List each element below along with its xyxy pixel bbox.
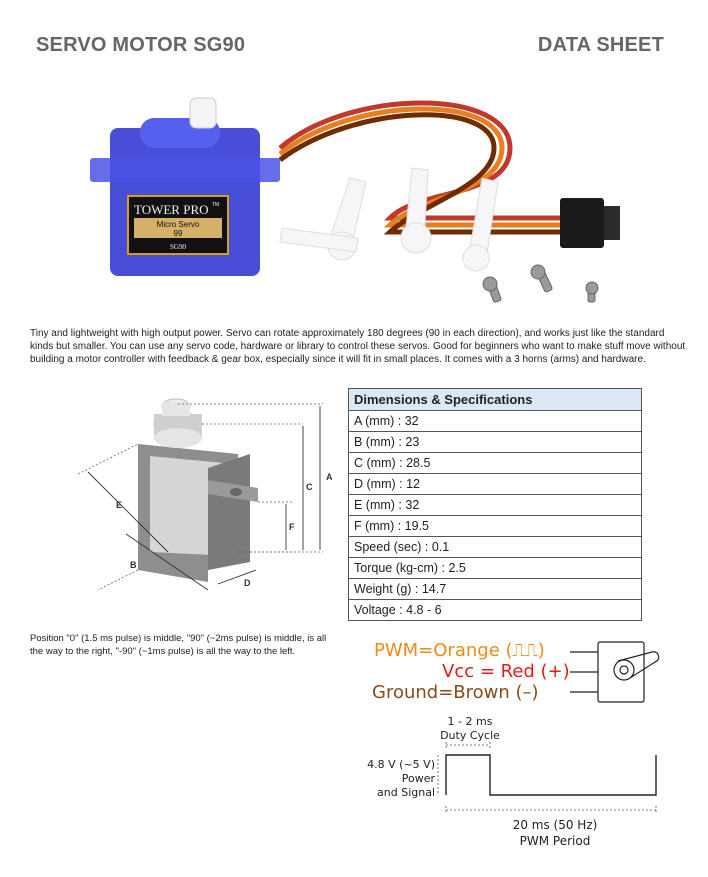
spec-row: B (mm) : 23 <box>348 431 642 453</box>
spec-row: A (mm) : 32 <box>348 410 642 432</box>
model-line1: Micro Servo <box>157 220 200 229</box>
spec-row: Weight (g) : 14.7 <box>348 578 642 600</box>
spec-row: Torque (kg-cm) : 2.5 <box>348 557 642 579</box>
ground-wire-label: Ground=Brown (–) <box>372 682 539 703</box>
page-title: SERVO MOTOR SG90 <box>36 34 246 56</box>
intro-paragraph: Tiny and lightweight with high output po… <box>30 328 686 365</box>
spec-row: C (mm) : 28.5 <box>348 452 642 474</box>
pwm-wire-label: PWM=Orange (⎍⎍) <box>374 640 545 661</box>
pwm-period-label: PWM Period <box>519 834 591 848</box>
model-line2: 99 <box>174 229 183 238</box>
dim-label-f: F <box>289 522 295 532</box>
spec-table: Dimensions & Specifications A (mm) : 32 … <box>348 388 642 621</box>
duty-cycle-label: Duty Cycle <box>440 729 500 742</box>
spec-row: Voltage : 4.8 - 6 <box>348 599 642 621</box>
signal-label: and Signal <box>377 786 435 799</box>
servo-product-photo: TOWER PRO TM Micro Servo 99 SG90 <box>90 97 620 303</box>
spec-row: Speed (sec) : 0.1 <box>348 536 642 558</box>
dim-label-c: C <box>306 482 313 492</box>
data-sheet-label: DATA SHEET <box>537 34 664 56</box>
voltage-label: 4.8 V (~5 V) <box>367 758 435 771</box>
dim-label-d: D <box>244 578 251 588</box>
spec-table-header: Dimensions & Specifications <box>348 388 642 411</box>
brand-label: TOWER PRO <box>134 202 209 217</box>
vcc-wire-label: Vcc = Red (+) <box>442 661 570 682</box>
position-description: Position "0" (1.5 ms pulse) is middle, "… <box>30 633 327 657</box>
duty-cycle-value: 1 - 2 ms <box>447 715 493 728</box>
dimension-diagram: A C F E B D <box>77 398 333 591</box>
model-code: SG90 <box>170 243 186 251</box>
trademark-label: TM <box>212 202 219 208</box>
spec-row: E (mm) : 32 <box>348 494 642 516</box>
dim-label-b: B <box>130 560 137 570</box>
dim-label-e: E <box>116 500 122 510</box>
pwm-period-value: 20 ms (50 Hz) <box>512 818 598 832</box>
pwm-timing-diagram <box>437 742 657 814</box>
spec-row: D (mm) : 12 <box>348 473 642 495</box>
dim-label-a: A <box>326 472 333 482</box>
servo-wiring-icon <box>570 641 660 703</box>
spec-row: F (mm) : 19.5 <box>348 515 642 537</box>
power-label: Power <box>401 772 435 785</box>
